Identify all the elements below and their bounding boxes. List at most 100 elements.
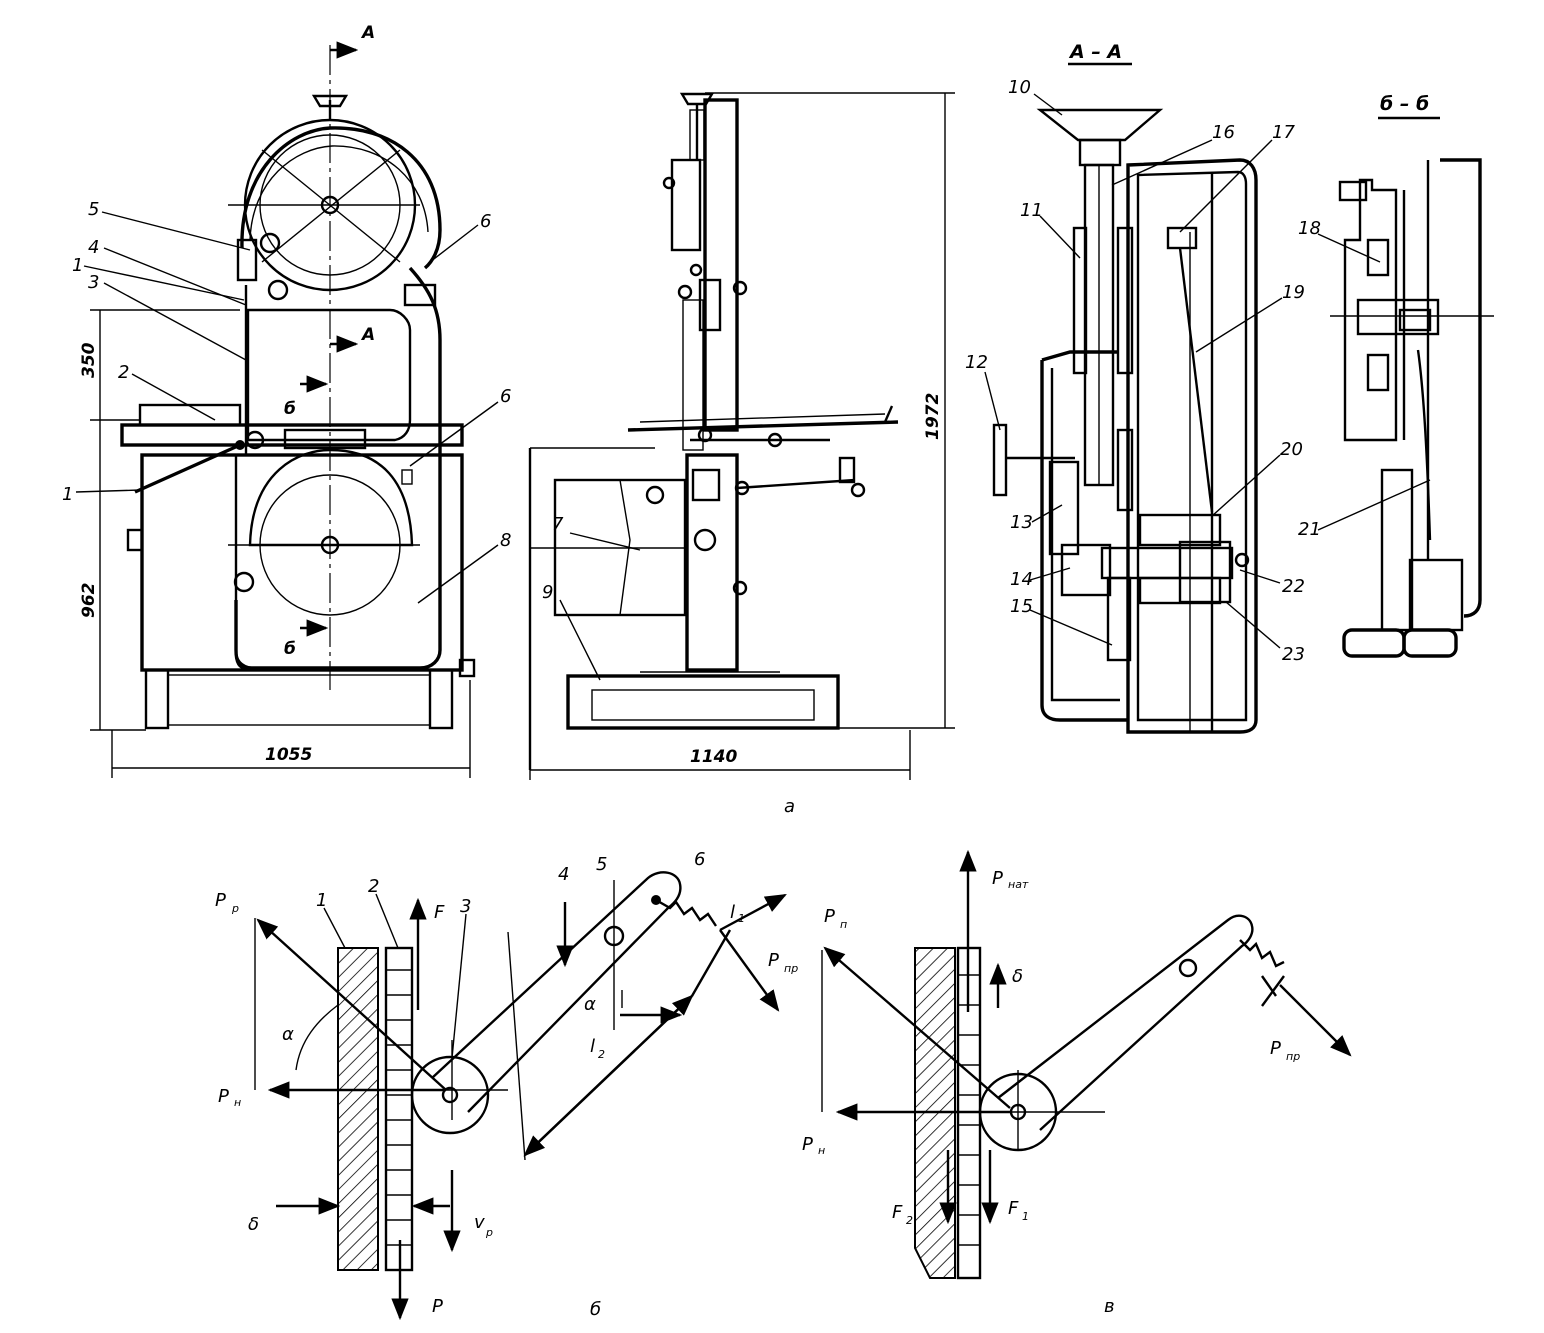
diag-part-4: 4 (558, 864, 569, 885)
lever-v (997, 914, 1254, 1131)
sym-vp-sub: р (485, 1226, 493, 1239)
sym-ppr-v: P (1270, 1038, 1281, 1059)
handwheel-10 (1036, 108, 1164, 142)
sym-f1-sub: 1 (1022, 1210, 1029, 1223)
force-diagram-v: P нат P п δ P н P пр F 2 F 1 (802, 849, 1352, 1280)
base-foot-left (144, 668, 170, 730)
lower-wheel-guard (248, 448, 414, 547)
caption-b: б (590, 1299, 601, 1320)
sym-delta-b: δ (248, 1214, 259, 1235)
part-label-15: 15 (1010, 596, 1033, 617)
diag-part-6: 6 (694, 849, 705, 870)
sym-pnat: P (992, 868, 1003, 889)
sym-f2: F (892, 1202, 903, 1223)
sym-ppr-b-sub: пр (784, 962, 798, 975)
section-bb-housing (1440, 158, 1482, 618)
spring-6 (655, 898, 717, 927)
sym-f1: F (1008, 1198, 1019, 1219)
part-label-21: 21 (1298, 519, 1321, 540)
sym-l1-sub: 1 (738, 912, 745, 925)
sym-ppr-v-sub: пр (1286, 1050, 1300, 1063)
sym-alpha-right: α (584, 994, 596, 1015)
dim-width-front: 1055 (265, 745, 312, 765)
blade-2 (384, 946, 414, 1272)
handwheel-12 (992, 423, 1008, 497)
part-label-11: 11 (1020, 200, 1043, 221)
frame-column (234, 266, 442, 670)
section-mark-a-top: А (360, 23, 375, 43)
caption-a: а (784, 796, 795, 817)
diag-part-5: 5 (596, 854, 607, 875)
wheel-rim-1 (337, 947, 379, 1271)
part-label-22: 22 (1282, 576, 1305, 597)
part-label-9: 9 (542, 582, 553, 603)
sym-vp: v (474, 1212, 485, 1233)
side-table (627, 420, 899, 432)
dim-height-upper: 350 (79, 342, 99, 378)
diag-part-1: 1 (316, 890, 327, 911)
sym-l1: l (730, 902, 735, 923)
part-label-13: 13 (1010, 512, 1033, 533)
diag-part-2: 2 (368, 876, 379, 897)
sym-pn-top: P (824, 906, 835, 927)
sym-pn-v: P (802, 1134, 813, 1155)
part-label-1-top: 1 (72, 255, 83, 276)
section-mark-a-mid: А (360, 325, 375, 345)
section-bb-title: б – б (1380, 93, 1429, 115)
sym-pr: P (215, 890, 226, 911)
sym-f2-sub: 2 (906, 1214, 913, 1227)
dim-height-lower: 962 (79, 583, 99, 619)
section-mark-b-lower: б (284, 639, 296, 659)
sym-pn-top-sub: п (840, 918, 847, 931)
section-mark-b-upper: б (284, 399, 296, 419)
base-foot-right (428, 668, 454, 730)
part-label-7: 7 (552, 514, 564, 535)
guard-housing (1126, 158, 1258, 734)
part-label-23: 23 (1282, 644, 1305, 665)
sym-pnat-sub: нат (1008, 878, 1029, 891)
part-label-10: 10 (1008, 77, 1031, 98)
part-label-2: 2 (118, 362, 129, 383)
dim-height-side: 1972 (923, 393, 943, 440)
part-label-4: 4 (88, 237, 99, 258)
roller-3 (410, 1055, 490, 1135)
part-label-19: 19 (1282, 282, 1305, 303)
part-label-18: 18 (1298, 218, 1321, 239)
part-label-14: 14 (1010, 569, 1033, 590)
sym-pn: P (218, 1086, 229, 1107)
diag-part-3: 3 (460, 896, 471, 917)
sym-ppr-b: P (768, 950, 779, 971)
sym-p: P (432, 1296, 443, 1317)
section-aa: А – А (965, 41, 1305, 734)
part-label-3: 3 (88, 272, 99, 293)
part-label-12: 12 (965, 352, 988, 373)
part-label-6-mid: 6 (500, 386, 511, 407)
sym-f: F (434, 902, 445, 923)
part-label-6-top: 6 (480, 211, 491, 232)
sym-pn-sub: н (234, 1096, 241, 1109)
part-label-17: 17 (1272, 122, 1295, 143)
sym-l2-sub: 2 (598, 1048, 605, 1061)
sym-alpha-left: α (282, 1024, 294, 1045)
section-aa-title: А – А (1068, 41, 1122, 63)
side-base (566, 674, 840, 730)
part-label-5: 5 (88, 199, 99, 220)
side-view: 1140 1972 7 9 (528, 92, 955, 780)
spring-v (1239, 939, 1285, 968)
force-diagram-b: P р P н F α α δ v р P l 1 l 2 P пр 1 2 3… (215, 849, 798, 1321)
part-label-16: 16 (1212, 122, 1235, 143)
part-label-1-lower: 1 (62, 484, 73, 505)
lower-cabinet (140, 453, 464, 672)
sym-delta-v: δ (1012, 966, 1023, 987)
front-view: А А б б 350 962 1055 5 4 1 3 2 1 6 6 (62, 23, 511, 778)
part-label-8: 8 (500, 530, 511, 551)
sym-pr-sub: р (231, 902, 239, 915)
sym-l2: l (590, 1036, 595, 1057)
section-bb: б – б 18 21 (1298, 93, 1494, 658)
caption-v: в (1104, 1296, 1115, 1317)
saw-table (120, 423, 464, 447)
part-label-20: 20 (1280, 439, 1303, 460)
dim-width-side: 1140 (690, 747, 737, 767)
side-column (703, 98, 739, 432)
